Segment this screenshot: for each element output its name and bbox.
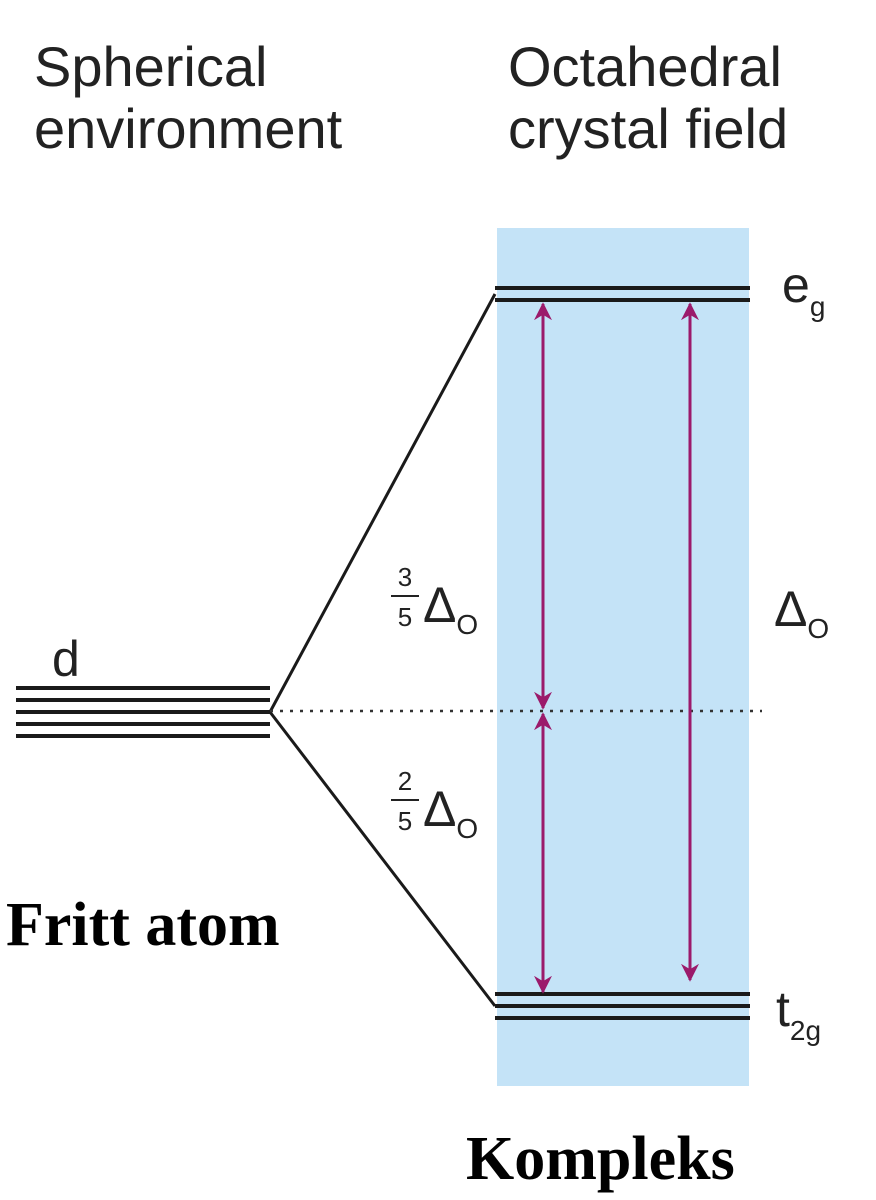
label-lower-fraction: 2 5 ΔO bbox=[391, 766, 478, 844]
caption-complex: Kompleks bbox=[466, 1125, 735, 1193]
d-level-lines bbox=[16, 686, 270, 738]
heading-spherical-environment: Spherical environment bbox=[34, 36, 342, 160]
upper-delta-symbol: Δ bbox=[423, 577, 456, 633]
caption-free-atom: Fritt atom bbox=[6, 891, 280, 959]
total-delta-symbol: Δ bbox=[774, 581, 807, 637]
label-upper-fraction: 3 5 ΔO bbox=[391, 562, 478, 640]
connector-d-to-eg bbox=[268, 293, 497, 713]
heading-right-line-1: Octahedral bbox=[508, 35, 782, 98]
label-t2g-sub: 2g bbox=[790, 1015, 821, 1046]
lower-fraction-numerator: 2 bbox=[398, 766, 412, 796]
t2g-level-lines bbox=[495, 992, 750, 1020]
upper-fraction-numerator: 3 bbox=[398, 562, 412, 592]
upper-fraction-denominator: 5 bbox=[398, 602, 412, 632]
label-t2g: t2g bbox=[776, 981, 821, 1046]
eg-level-lines bbox=[495, 286, 750, 302]
heading-left-line-2: environment bbox=[34, 97, 343, 160]
upper-delta-label: ΔO bbox=[423, 577, 478, 640]
label-eg: eg bbox=[782, 257, 825, 322]
label-eg-main: e bbox=[782, 257, 810, 313]
octahedral-field-box bbox=[497, 228, 749, 1086]
total-delta-label: ΔO bbox=[774, 581, 829, 644]
heading-octahedral-field: Octahedral crystal field bbox=[508, 36, 788, 160]
connector-d-to-t2g bbox=[268, 711, 497, 1007]
total-delta-sub: O bbox=[807, 613, 829, 644]
upper-delta-sub: O bbox=[456, 609, 478, 640]
lower-delta-symbol: Δ bbox=[423, 781, 456, 837]
label-eg-sub: g bbox=[810, 291, 826, 322]
label-t2g-main: t bbox=[776, 981, 790, 1037]
label-d: d bbox=[52, 631, 80, 687]
lower-fraction-denominator: 5 bbox=[398, 806, 412, 836]
heading-right-line-2: crystal field bbox=[508, 97, 789, 160]
lower-delta-label: ΔO bbox=[423, 781, 478, 844]
lower-delta-sub: O bbox=[456, 813, 478, 844]
heading-left-line-1: Spherical bbox=[34, 35, 268, 98]
